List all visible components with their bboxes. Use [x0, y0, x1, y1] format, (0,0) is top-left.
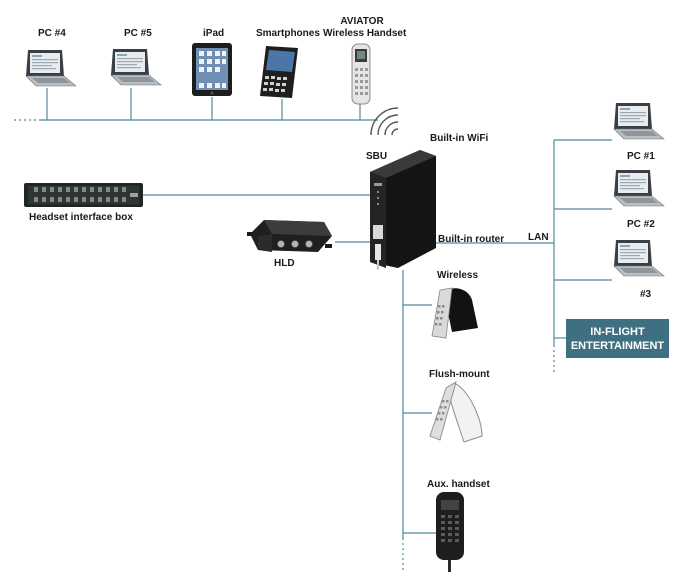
aux-handset-label: Aux. handset [427, 479, 490, 490]
connection-lines [14, 88, 612, 572]
sbu-label: SBU [366, 151, 388, 162]
headset-box-label: Headset interface box [29, 212, 133, 223]
pc2-laptop-icon [613, 169, 665, 207]
ife-label-line1: IN-FLIGHT [590, 325, 645, 338]
wifi-label: Built-in WiFi [430, 133, 489, 144]
aviator-handset-icon [351, 43, 371, 105]
router-label: Built-in router [438, 234, 505, 245]
hld-icon [247, 220, 332, 252]
pc4-laptop-icon [25, 49, 77, 87]
smartphone-icon [260, 46, 298, 98]
smartphones-label: Smartphones [256, 28, 320, 39]
aux-handset-icon [436, 492, 464, 572]
lan-label: LAN [528, 232, 549, 243]
headset-interface-box-icon [24, 183, 143, 207]
wireless-handset-icon [431, 287, 478, 339]
pc3-label: #3 [640, 289, 652, 300]
ife-label-line2: ENTERTAINMENT [570, 339, 665, 352]
pc1-label: PC #1 [627, 151, 655, 162]
ipad-label: iPad [203, 28, 225, 39]
pc5-label: PC #5 [124, 28, 152, 39]
ipad-icon [192, 43, 232, 96]
flush-mount-label: Flush-mount [429, 369, 490, 380]
pc3-laptop-icon [613, 239, 665, 277]
pc1-laptop-icon [613, 102, 665, 140]
pc5-laptop-icon [110, 48, 162, 86]
aviator-label-line2: Wireless Handset [323, 28, 407, 39]
pc2-label: PC #2 [627, 219, 655, 230]
sbu-icon [370, 150, 436, 270]
aviator-label-line1: AVIATOR [340, 16, 384, 27]
hld-label: HLD [274, 258, 295, 269]
flush-mount-handset-icon [429, 381, 483, 443]
in-flight-entertainment-box: IN-FLIGHT ENTERTAINMENT [566, 319, 669, 358]
wifi-icon [370, 107, 399, 136]
pc4-label: PC #4 [38, 28, 66, 39]
wireless-label: Wireless [437, 270, 479, 281]
